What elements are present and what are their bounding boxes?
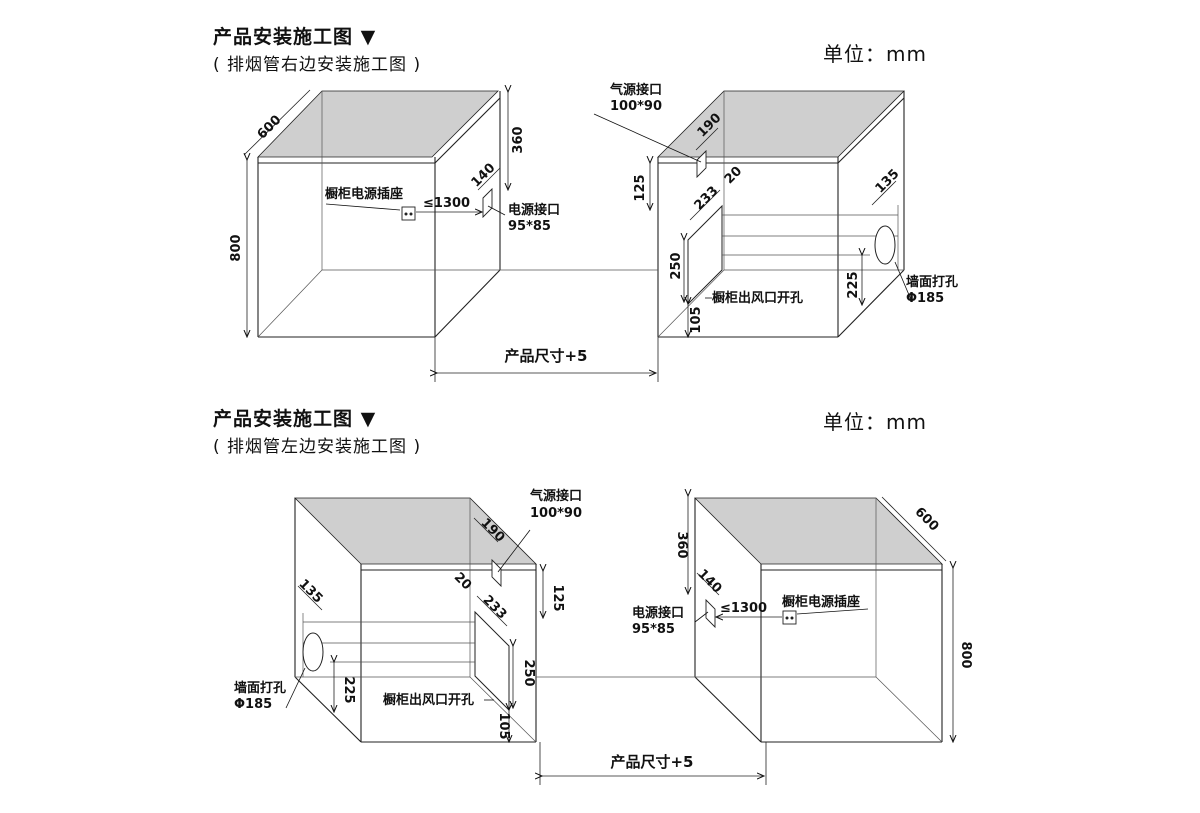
- dim-top-offset-d: 360: [674, 496, 689, 594]
- svg-text:233: 233: [692, 184, 722, 214]
- svg-text:225: 225: [846, 271, 861, 298]
- svg-text:250: 250: [669, 252, 684, 279]
- svg-text:≤1300: ≤1300: [720, 601, 767, 616]
- svg-text:气源接口: 气源接口: [610, 82, 662, 98]
- svg-text:100*90: 100*90: [610, 99, 662, 114]
- svg-text:135: 135: [296, 577, 326, 607]
- svg-text:橱柜出风口开孔: 橱柜出风口开孔: [383, 692, 474, 708]
- le1300-d: ≤1300: [716, 601, 782, 617]
- svg-text:125: 125: [633, 174, 648, 201]
- wall-hole-c: 135 225 墙面打孔 Φ185: [234, 577, 356, 712]
- svg-text:电源接口: 电源接口: [632, 605, 684, 621]
- svg-text:墙面打孔: 墙面打孔: [234, 680, 286, 696]
- svg-text:气源接口: 气源接口: [530, 488, 582, 504]
- cabinet-a: [257, 90, 501, 338]
- svg-text:105: 105: [496, 712, 511, 739]
- vent-opening-c: 233 20 250 105 橱柜出风口开孔: [302, 570, 536, 742]
- svg-text:≤1300: ≤1300: [423, 196, 470, 211]
- svg-text:140: 140: [695, 567, 725, 597]
- section-left-unit: 单位：mm: [823, 410, 927, 434]
- svg-text:95*85: 95*85: [508, 219, 551, 234]
- svg-text:100*90: 100*90: [530, 506, 582, 521]
- svg-text:600: 600: [912, 505, 942, 535]
- svg-text:墙面打孔: 墙面打孔: [906, 274, 958, 290]
- svg-text:95*85: 95*85: [632, 622, 675, 637]
- svg-text:橱柜电源插座: 橱柜电源插座: [325, 186, 403, 202]
- svg-text:800: 800: [229, 234, 244, 261]
- svg-text:105: 105: [689, 306, 704, 333]
- le1300-a: ≤1300: [416, 196, 482, 212]
- svg-text:360: 360: [674, 531, 689, 558]
- svg-text:20: 20: [451, 570, 474, 593]
- section-left-subtitle: ( 排烟管左边安装施工图 ): [213, 437, 422, 457]
- svg-text:橱柜出风口开孔: 橱柜出风口开孔: [712, 290, 803, 306]
- svg-text:产品尺寸+5: 产品尺寸+5: [610, 753, 693, 771]
- svg-text:橱柜电源插座: 橱柜电源插座: [782, 594, 860, 610]
- gas-port-b: 气源接口 100*90 190 125: [593, 82, 724, 210]
- svg-text:电源接口: 电源接口: [508, 202, 560, 218]
- dim-height-d: 800: [953, 568, 973, 742]
- dim-top-offset-a: 360: [508, 92, 526, 190]
- svg-text:125: 125: [550, 584, 565, 611]
- section-right-title: 产品安装施工图 ▼: [213, 26, 377, 48]
- svg-text:360: 360: [511, 126, 526, 153]
- socket-a: 橱柜电源插座: [325, 186, 416, 221]
- dim-power-offset-d: 140: [695, 567, 725, 597]
- section-left-title: 产品安装施工图 ▼: [213, 408, 377, 430]
- svg-text:233: 233: [480, 593, 510, 623]
- svg-text:140: 140: [469, 161, 499, 191]
- cabinet-d: [536, 497, 943, 743]
- dim-power-offset-a: 140: [469, 161, 501, 191]
- product-size-bottom: 产品尺寸+5: [540, 742, 767, 785]
- svg-text:135: 135: [873, 167, 903, 197]
- svg-text:Φ185: Φ185: [234, 697, 272, 712]
- svg-text:Φ185: Φ185: [906, 291, 944, 306]
- svg-text:20: 20: [722, 164, 745, 187]
- power-port-a: 电源接口 95*85: [482, 187, 560, 234]
- socket-d: 橱柜电源插座: [782, 594, 869, 625]
- power-port-d: 电源接口 95*85: [632, 598, 716, 637]
- wall-hole-b: 135 225 墙面打孔 Φ185: [846, 167, 958, 306]
- triangle-down-icon: ▼: [360, 408, 377, 430]
- section-right-subtitle: ( 排烟管右边安装施工图 ): [213, 55, 422, 75]
- product-size-top: 产品尺寸+5: [435, 337, 659, 382]
- svg-text:225: 225: [341, 676, 356, 703]
- section-right-unit: 单位：mm: [823, 42, 927, 66]
- triangle-down-icon: ▼: [360, 26, 377, 48]
- svg-text:250: 250: [521, 659, 536, 686]
- svg-text:800: 800: [958, 641, 973, 668]
- svg-text:产品尺寸+5: 产品尺寸+5: [504, 347, 587, 365]
- dim-height-a: 800: [229, 160, 247, 337]
